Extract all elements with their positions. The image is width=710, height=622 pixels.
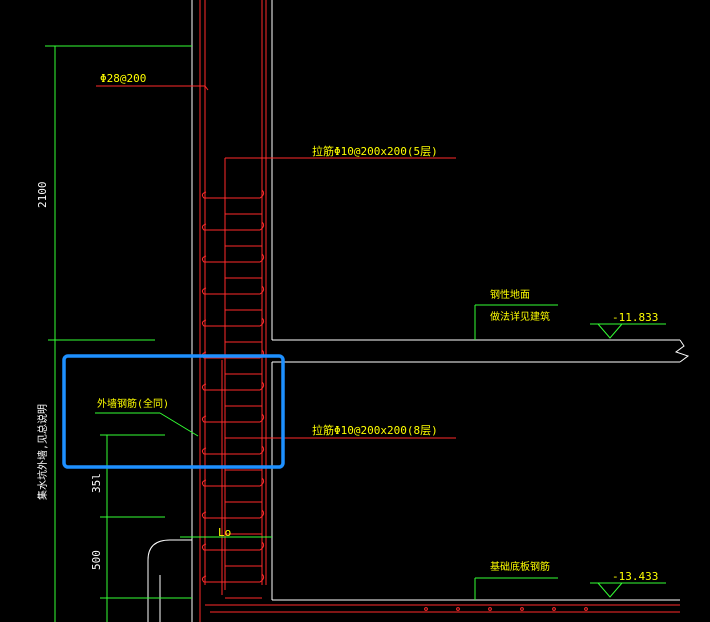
rebar-top-label: Φ28@200: [100, 72, 146, 85]
dimension-2100: 2100: [36, 182, 49, 209]
tie-hook: [201, 381, 265, 391]
floor-note-line2: 做法详见建筑: [490, 310, 550, 323]
tie-hook: [201, 189, 265, 199]
wall-outline: [147, 0, 690, 622]
tie-upper-label: 拉筋Φ10@200x200(5层): [312, 144, 438, 158]
floor-note-line1: 钢性地面: [490, 288, 530, 301]
highlight-box: [62, 354, 285, 469]
tie-leaders: [225, 157, 456, 439]
tie-hook: [201, 221, 265, 231]
elevation-base: -13.433: [612, 570, 658, 583]
tie-rebars: [201, 189, 265, 599]
tie-hook: [201, 413, 265, 423]
tie-hook: [201, 445, 265, 455]
tie-hook: [201, 477, 265, 487]
tie-hook: [201, 349, 265, 359]
tie-hook: [201, 573, 265, 583]
dimension-35l: 35l: [90, 473, 103, 493]
vertical-note: 集水坑外墙,见总说明: [36, 404, 49, 500]
tie-hook: [201, 285, 265, 295]
tie-hook: [201, 541, 265, 551]
tie-hook: [201, 317, 265, 327]
elevation-floor: -11.833: [612, 311, 658, 324]
dimension-lines: [45, 45, 666, 622]
tie-hook: [201, 253, 265, 263]
tie-lower-label: 拉筋Φ10@200x200(8层): [312, 423, 438, 437]
lo-label: Lo: [218, 526, 231, 539]
wall-rebar-label: 外墙钢筋(全同): [97, 397, 169, 410]
vertical-rebars: [96, 0, 267, 595]
dimension-500: 500: [90, 550, 103, 570]
tie-hook: [201, 509, 265, 519]
base-slab-rebar: [199, 585, 680, 622]
base-slab-label: 基础底板钢筋: [490, 560, 550, 573]
